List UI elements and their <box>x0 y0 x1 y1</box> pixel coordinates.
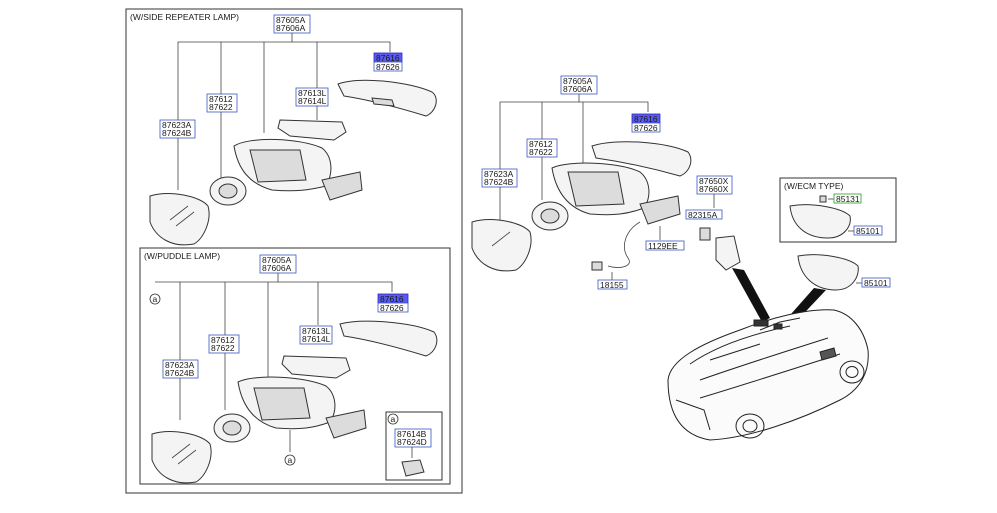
mirror-glass-drawing <box>151 431 212 484</box>
car-drawing <box>667 309 869 441</box>
part-label-87624B[interactable]: 87624B <box>165 368 195 378</box>
part-label-87622[interactable]: 87622 <box>529 147 553 157</box>
part-label-87605A[interactable]: 87605A <box>262 255 292 265</box>
part-label-87606A[interactable]: 87606A <box>262 263 292 273</box>
bulb-drawing <box>819 195 827 203</box>
mirror-glass-drawing <box>471 219 532 272</box>
part-label-85101[interactable]: 85101 <box>864 278 888 288</box>
mirror-glass-drawing <box>149 193 210 246</box>
part-label-87623A[interactable]: 87623A <box>484 169 514 179</box>
part-label-87613L[interactable]: 87613L <box>298 88 327 98</box>
panel-puddle-frame <box>139 247 451 485</box>
part-label-1129EE[interactable]: 1129EE <box>648 241 678 251</box>
part-label-85101[interactable]: 85101 <box>856 226 880 236</box>
part-label-87614L[interactable]: 87614L <box>302 334 331 344</box>
sensor-bracket-drawing <box>715 235 741 271</box>
panel-title-puddle: (W/PUDDLE LAMP) <box>144 251 220 261</box>
part-label-87612[interactable]: 87612 <box>529 139 553 149</box>
callout-a-marker <box>284 454 296 466</box>
part-label-87606A[interactable]: 87606A <box>563 84 593 94</box>
left-outer-frame <box>125 8 463 494</box>
part-label-87622[interactable]: 87622 <box>211 343 235 353</box>
part-label-85131[interactable]: 85131 <box>836 194 860 204</box>
part-label-87614L[interactable]: 87614L <box>298 96 327 106</box>
part-label-87623A[interactable]: 87623A <box>165 360 195 370</box>
part-label-87612[interactable]: 87612 <box>211 335 235 345</box>
part-label-87606A[interactable]: 87606A <box>276 23 306 33</box>
part-label-87626[interactable]: 87626 <box>634 123 658 133</box>
svg-text:a: a <box>288 455 293 465</box>
part-label-87616[interactable]: 87616 <box>380 294 404 304</box>
part-label-87616[interactable]: 87616 <box>376 53 400 63</box>
part-label-87605A[interactable]: 87605A <box>276 15 306 25</box>
part-label-87614B[interactable]: 87614B <box>397 429 427 439</box>
connector-drawing <box>591 261 603 271</box>
part-label-87616[interactable]: 87616 <box>634 114 658 124</box>
part-label-87624D[interactable]: 87624D <box>397 437 427 447</box>
mirror-cover-drawing <box>337 79 437 117</box>
part-label-87660X[interactable]: 87660X <box>699 184 729 194</box>
part-label-82315A[interactable]: 82315A <box>688 210 718 220</box>
part-label-87612[interactable]: 87612 <box>209 94 233 104</box>
part-label-87623A[interactable]: 87623A <box>162 120 192 130</box>
sensor-clip-drawing <box>699 227 711 241</box>
panel-puddle: (W/PUDDLE LAMP) 87605A 87606A a 87616 87… <box>144 251 443 484</box>
panel-ecm-frame <box>779 177 897 243</box>
part-label-87626[interactable]: 87626 <box>380 303 404 313</box>
part-label-87626[interactable]: 87626 <box>376 62 400 72</box>
ecm-mirror-drawing <box>789 204 851 239</box>
part-label-87613L[interactable]: 87613L <box>302 326 331 336</box>
panel-side-repeater: (W/SIDE REPEATER LAMP) 87605A 87606A 876… <box>130 12 437 246</box>
main-assembly: 87605A 87606A 87616 87626 87612 87622 87… <box>471 75 891 441</box>
part-label-87624B[interactable]: 87624B <box>162 128 192 138</box>
part-label-87650X[interactable]: 87650X <box>699 176 729 186</box>
side-repeater-lamp-drawing <box>277 119 347 141</box>
svg-text:a: a <box>391 414 396 424</box>
pointer-arrow <box>732 268 770 322</box>
part-label-87605A[interactable]: 87605A <box>563 76 593 86</box>
panel-ecm: (W/ECM TYPE) 85131 85101 <box>784 181 883 239</box>
mirror-cover-drawing <box>591 141 692 177</box>
rearview-mirror-drawing <box>797 254 859 291</box>
callout-a-marker <box>149 293 161 305</box>
panel-title-ecm: (W/ECM TYPE) <box>784 181 844 191</box>
mirror-cover-drawing <box>339 320 438 357</box>
puddle-lamp-drawing <box>281 355 351 379</box>
part-label-87622[interactable]: 87622 <box>209 102 233 112</box>
part-label-87624B[interactable]: 87624B <box>484 177 514 187</box>
panel-title-side-repeater: (W/SIDE REPEATER LAMP) <box>130 12 239 22</box>
callout-a-label: a <box>153 294 158 304</box>
puddle-lamp-bulb-drawing <box>401 459 425 477</box>
part-label-18155[interactable]: 18155 <box>600 280 624 290</box>
inset-a-frame <box>385 411 443 481</box>
